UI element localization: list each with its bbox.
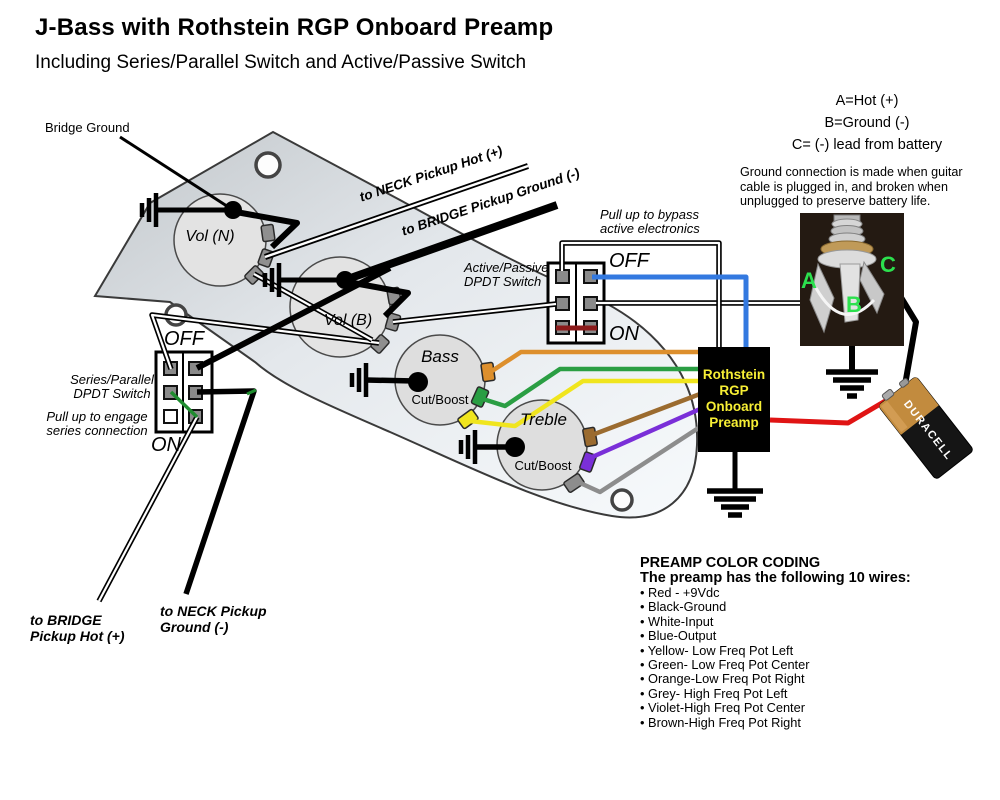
preamp-color-coding: PREAMP COLOR CODING The preamp has the f… bbox=[640, 556, 920, 730]
coding-item: • Violet-High Freq Pot Center bbox=[640, 700, 805, 716]
volb-to-switch-wire bbox=[392, 301, 557, 325]
bass-sublabel: Cut/Boost bbox=[411, 392, 469, 407]
preamp-box bbox=[698, 347, 770, 452]
coding-item: • Brown-High Freq Pot Right bbox=[640, 714, 801, 730]
bridge-ground-label: Bridge Ground bbox=[45, 120, 130, 135]
series-green-wire bbox=[169, 390, 199, 419]
vol-n-label: Vol (N) bbox=[185, 228, 235, 245]
bass-ground-symbol bbox=[349, 363, 416, 397]
output-jack-photo: A B C bbox=[800, 213, 904, 346]
switch-lug bbox=[555, 269, 570, 284]
jack-legend: A=Hot (+) B=Ground (-) C= (-) lead from … bbox=[742, 90, 992, 156]
legend-line-b: B=Ground (-) bbox=[824, 115, 910, 131]
blue-output-wire bbox=[592, 274, 749, 349]
page-subtitle: Including Series/Parallel Switch and Act… bbox=[35, 52, 527, 73]
coding-item: • Green- Low Freq Pot Center bbox=[640, 657, 810, 673]
coding-subheading: The preamp has the following 10 wires: bbox=[640, 570, 911, 586]
green-wire bbox=[482, 366, 700, 409]
bass-label: Bass bbox=[421, 347, 459, 366]
series-parallel-on-label: ON bbox=[151, 434, 181, 456]
yellow-wire bbox=[469, 378, 700, 429]
coding-item: • Red - +9Vdc bbox=[640, 585, 720, 600]
parallel-link-wire bbox=[149, 312, 380, 370]
coding-item: • Orange-Low Freq Pot Right bbox=[640, 671, 805, 687]
legend-line-a: A=Hot (+) bbox=[835, 93, 899, 109]
coding-heading: PREAMP COLOR CODING bbox=[640, 555, 821, 571]
plate-screw-hole bbox=[610, 488, 634, 512]
switch-lug bbox=[583, 296, 598, 311]
neck-ground-label: to NECK Pickup Ground (-) bbox=[160, 603, 267, 635]
series-parallel-switch-label: Series/Parallel DPDT Switch bbox=[70, 372, 154, 401]
violet-wire bbox=[589, 406, 701, 461]
bass-lug-yellow bbox=[457, 408, 479, 430]
orange-wire bbox=[490, 349, 700, 373]
pot-lug bbox=[260, 223, 276, 243]
jack-label-a: A bbox=[801, 268, 817, 293]
jack-label-b: B bbox=[846, 292, 862, 317]
vol-b-label: Vol (B) bbox=[323, 312, 373, 329]
active-passive-off-label: OFF bbox=[609, 250, 649, 272]
battery: DURACELL bbox=[879, 377, 973, 479]
switch-lug bbox=[555, 296, 570, 311]
coding-item: • Blue-Output bbox=[640, 628, 717, 644]
treble-lug-grey bbox=[563, 473, 585, 493]
active-passive-switch-label: Active/Passive DPDT Switch bbox=[464, 260, 549, 289]
vol-b-ground-symbol bbox=[262, 263, 340, 297]
treble-sublabel: Cut/Boost bbox=[514, 458, 572, 473]
coding-item: • White-Input bbox=[640, 613, 714, 629]
plate-screw-hole bbox=[254, 151, 282, 179]
preamp-ground-symbol bbox=[707, 488, 763, 518]
jack-label-c: C bbox=[880, 252, 896, 277]
solder-joints bbox=[224, 201, 525, 457]
bridge-hot-label: to BRIDGE Pickup Hot (+) bbox=[30, 612, 125, 644]
series-parallel-off-label: OFF bbox=[164, 328, 204, 350]
ground-connection-note: Ground connection is made when guitar ca… bbox=[740, 165, 963, 208]
vol-n-pot bbox=[173, 193, 276, 287]
jack-ground-symbol bbox=[826, 369, 878, 399]
vol-n-ground-symbol bbox=[139, 193, 228, 227]
red-battery-wire bbox=[769, 397, 889, 426]
neck-hot-wire bbox=[264, 163, 529, 260]
bridge-hot-wire bbox=[96, 415, 200, 603]
active-passive-note: Pull up to bypass active electronics bbox=[600, 207, 700, 236]
treble-label: Treble bbox=[520, 410, 567, 429]
bridge-ground-leader-line bbox=[119, 135, 234, 212]
grey-wire bbox=[577, 425, 702, 495]
series-green-wire-tip bbox=[246, 388, 257, 396]
coding-item: • Black-Ground bbox=[640, 599, 727, 615]
series-parallel-note: Pull up to engage series connection bbox=[46, 409, 148, 438]
treble-lug-brown bbox=[582, 426, 598, 448]
switch-lug-empty bbox=[163, 409, 178, 424]
preamp-label: Rothstein RGP Onboard Preamp bbox=[702, 367, 766, 430]
page-title: J-Bass with Rothstein RGP Onboard Preamp bbox=[35, 14, 554, 41]
legend-line-c: C= (-) lead from battery bbox=[791, 137, 943, 153]
coding-item: • Grey- High Freq Pot Left bbox=[640, 685, 788, 701]
coding-item: • Yellow- Low Freq Pot Left bbox=[640, 642, 794, 658]
white-input-loop-wire bbox=[559, 240, 722, 349]
bridge-pickup-ground-wire bbox=[343, 201, 559, 284]
battery-terminal bbox=[881, 389, 895, 401]
active-passive-on-label: ON bbox=[609, 323, 639, 345]
battery-terminal bbox=[899, 378, 910, 388]
brown-wire bbox=[591, 391, 701, 438]
